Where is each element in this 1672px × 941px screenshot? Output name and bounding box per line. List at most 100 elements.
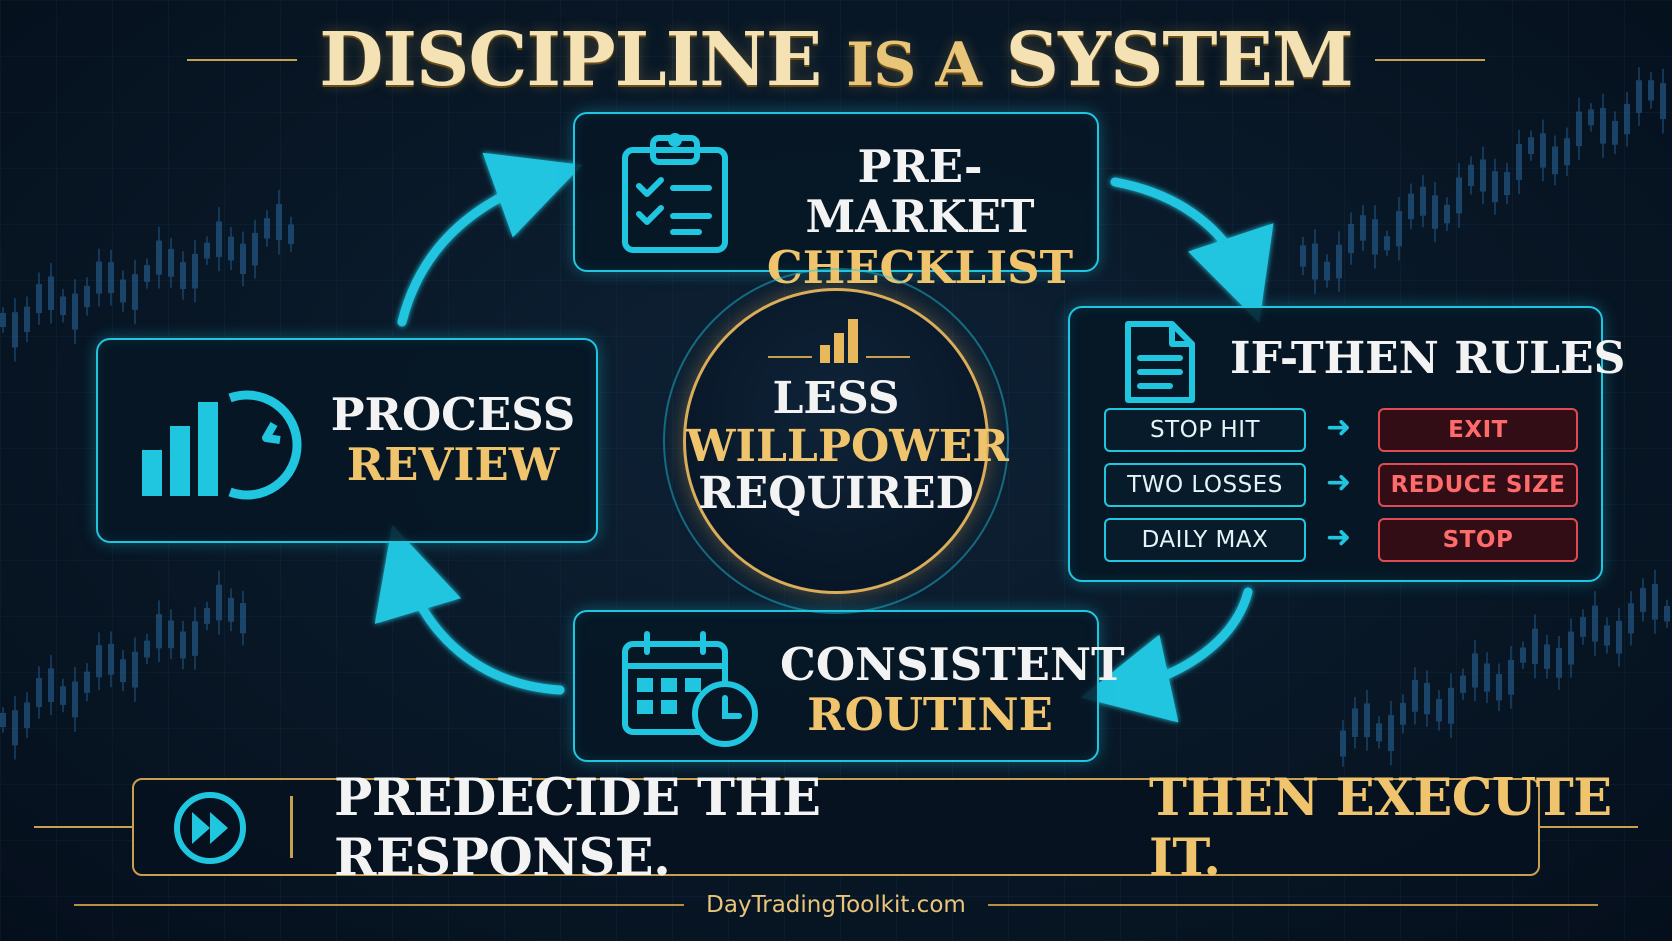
candle-body (1540, 133, 1546, 168)
candle-body (1396, 211, 1402, 247)
candle-body (36, 677, 42, 708)
review-heading: PROCESS REVIEW (328, 389, 578, 491)
title-part-is-a: IS A (846, 30, 982, 100)
candle-body (1528, 137, 1534, 155)
candle-body (1444, 204, 1450, 224)
candle-body (204, 242, 210, 259)
title-row: DISCIPLINE IS A SYSTEM (0, 10, 1672, 110)
candle-body (192, 253, 198, 289)
candle-body (132, 651, 138, 688)
premarket-checklist-card: PRE-MARKET CHECKLIST (573, 112, 1099, 293)
banner-text: PREDECIDE THE RESPONSE. THEN EXECUTE IT. (334, 768, 1672, 888)
title-rule-right (1374, 59, 1485, 61)
candle-body (252, 232, 258, 266)
candle-body (1612, 120, 1618, 145)
routine-line1: CONSISTENT (780, 638, 1125, 691)
center-heading: LESS WILLPOWER REQUIRED (686, 375, 1009, 518)
candle-body (1624, 103, 1630, 135)
candle-body (1324, 261, 1330, 281)
candle-body (1372, 219, 1378, 255)
candle-body (1484, 663, 1490, 692)
title-part-system: SYSTEM (1005, 17, 1354, 103)
banner-part2: THEN EXECUTE IT. (1149, 768, 1612, 888)
candle-body (84, 671, 90, 693)
candle-body (1556, 647, 1562, 678)
candle-body (144, 640, 150, 658)
candlestick-pattern (0, 67, 1670, 767)
footer: DayTradingToolkit.com (0, 885, 1672, 925)
candle-body (60, 686, 66, 705)
candle-body (1300, 245, 1306, 267)
candle-body (1492, 171, 1498, 203)
footer-site-link[interactable]: DayTradingToolkit.com (706, 892, 966, 918)
cycle-arrow-ifthen-to-routine (1081, 587, 1253, 723)
candle-body (72, 681, 78, 718)
cycle-arrow-routine-to-review (374, 524, 565, 695)
rule-action-1: EXIT (1378, 408, 1578, 452)
clipboard-checklist-icon (622, 133, 728, 253)
candle-body (216, 584, 222, 621)
candle-body (1604, 625, 1610, 646)
candle-body (144, 265, 150, 282)
title-rule-left (187, 59, 298, 61)
center-ring (663, 268, 1009, 614)
candle-body (1580, 617, 1586, 637)
title-part-discipline: DISCIPLINE (319, 17, 822, 103)
candle-body (24, 702, 30, 728)
candle-body (1640, 587, 1646, 612)
document-icon (1125, 321, 1195, 403)
candle-body (288, 224, 294, 245)
candle-body (1576, 111, 1582, 147)
center-line2: WILLPOWER (686, 420, 1009, 472)
candle-body (1652, 584, 1658, 620)
candle-body (1648, 80, 1654, 101)
banner-divider (290, 796, 293, 858)
candle-body (1636, 80, 1642, 113)
if-then-heading-text: IF-THEN RULES (1230, 333, 1626, 384)
consistent-routine-card: CONSISTENT ROUTINE (573, 610, 1125, 762)
rule-condition-1: STOP HIT (1104, 408, 1306, 452)
candle-body (228, 597, 234, 622)
candle-body (240, 243, 246, 275)
if-then-heading: IF-THEN RULES (1230, 333, 1626, 384)
candle-body (1456, 177, 1462, 214)
candle-body (264, 218, 270, 239)
candle-body (216, 221, 222, 258)
candle-body (1472, 653, 1478, 688)
candle-body (1588, 109, 1594, 126)
banner (132, 778, 1540, 876)
candle-body (84, 285, 90, 308)
candle-body (1376, 723, 1382, 742)
candle-body (60, 296, 66, 316)
candle-body (1564, 138, 1570, 166)
candle-body (1496, 674, 1502, 701)
candle-body (1424, 682, 1430, 715)
bar-chart-cycle-icon (142, 390, 302, 500)
candle-body (1384, 236, 1390, 251)
candle-body (1516, 144, 1522, 180)
candle-body (1592, 605, 1598, 642)
candle-body (1412, 680, 1418, 712)
candle-body (156, 614, 162, 649)
candle-body (1388, 715, 1394, 752)
candle-body (180, 631, 186, 659)
candle-body (192, 621, 198, 656)
candle-body (48, 276, 54, 311)
cycle-arrow-review-to-premarket (397, 152, 583, 327)
candle-body (1420, 186, 1426, 216)
rule-action-3: STOP (1378, 518, 1578, 562)
candle-body (0, 713, 6, 727)
bar-chart-icon (768, 319, 910, 363)
candle-body (12, 710, 18, 746)
process-review-card: PROCESS REVIEW (96, 338, 598, 543)
candle-body (1460, 675, 1466, 693)
rule-arrow-icon-3: ➜ (1326, 520, 1352, 555)
footer-rule-right (987, 904, 1598, 906)
candle-body (72, 293, 78, 330)
banner-part1: PREDECIDE THE RESPONSE. (334, 768, 821, 888)
candle-body (1336, 244, 1342, 279)
candle-body (132, 274, 138, 310)
cycle-arrow-premarket-to-ifthen (1110, 177, 1274, 323)
candle-body (24, 306, 30, 332)
